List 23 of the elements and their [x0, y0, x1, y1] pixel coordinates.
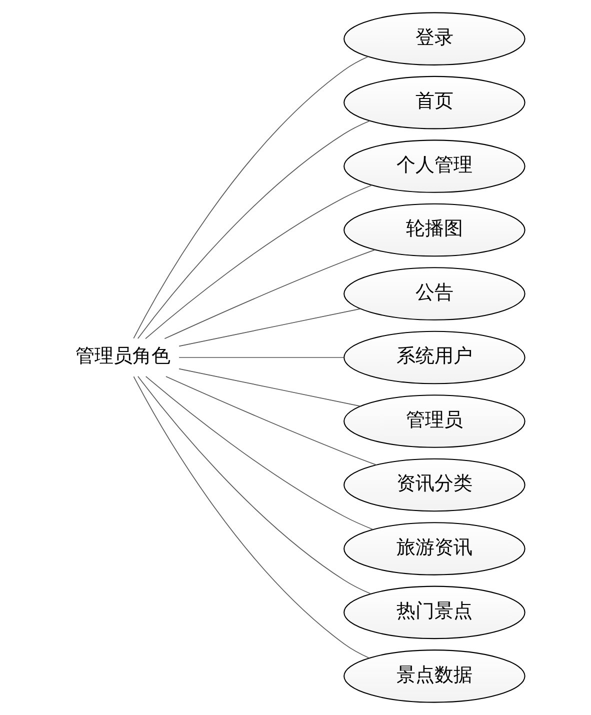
node-text: 管理员角色 [75, 346, 170, 368]
node-ellipse: 旅游资讯 [343, 522, 525, 576]
connector [178, 368, 360, 407]
node-ellipse: 首页 [343, 76, 525, 130]
connector [144, 184, 372, 340]
connector [136, 120, 370, 339]
node-ellipse: 系统用户 [343, 330, 525, 384]
node-ellipse: 轮播图 [343, 203, 525, 257]
connector [144, 376, 373, 530]
connector [178, 357, 344, 358]
connector [178, 308, 360, 347]
node-ellipse: 登录 [343, 12, 525, 66]
connector [132, 376, 370, 658]
node-ellipse: 热门景点 [343, 586, 525, 640]
connector [165, 376, 376, 466]
connector [164, 249, 375, 340]
node-ellipse: 资讯分类 [343, 458, 525, 512]
node-ellipse: 管理员 [343, 394, 525, 448]
node-ellipse: 公告 [343, 267, 525, 320]
connector [132, 56, 368, 339]
connector [137, 376, 371, 594]
node-ellipse: 景点数据 [343, 650, 525, 703]
node-ellipse: 个人管理 [343, 140, 525, 193]
